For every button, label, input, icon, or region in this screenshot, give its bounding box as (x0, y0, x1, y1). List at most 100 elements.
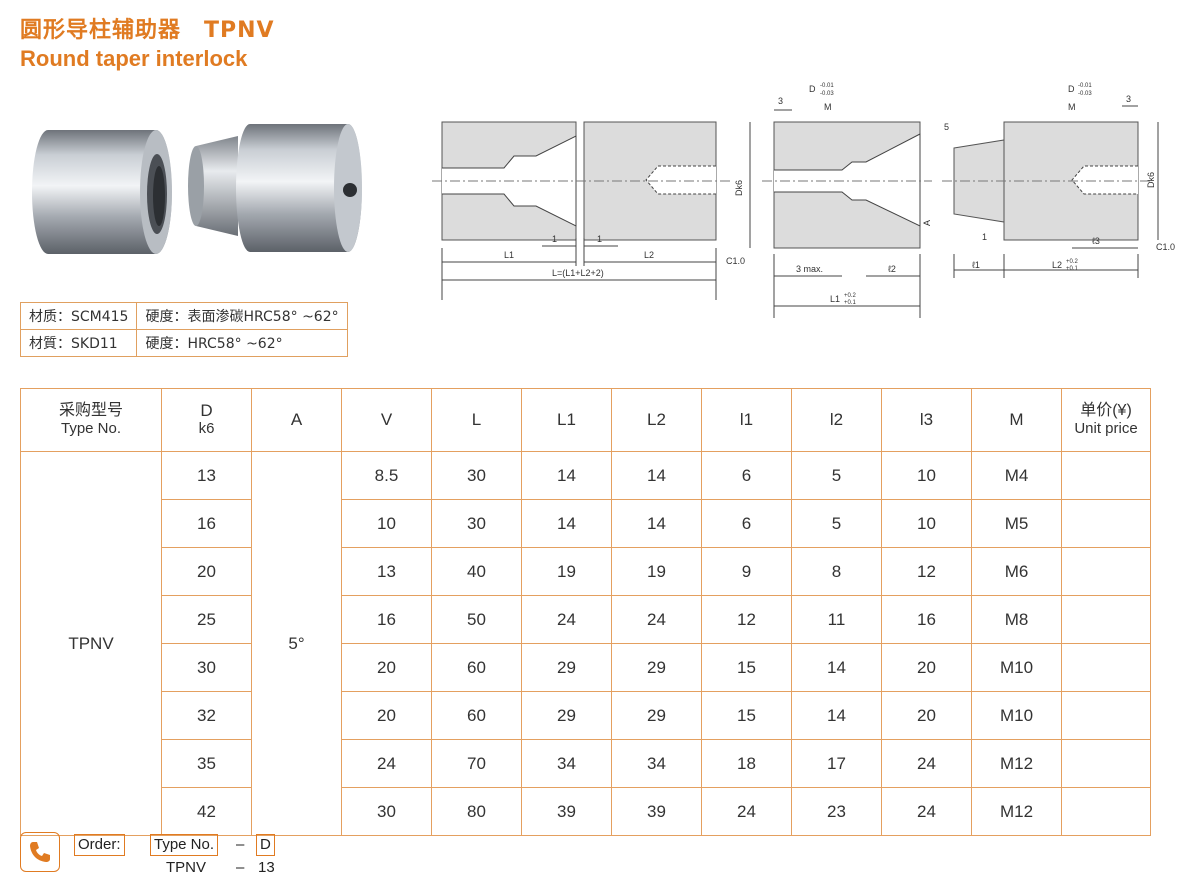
cell-small-l2: 14 (791, 643, 882, 692)
header-l1: L1 (521, 388, 612, 452)
dim-dk6-right: Dk6 (1146, 172, 1156, 188)
header-unit-price: 单价(¥)Unit price (1061, 388, 1151, 452)
cell-l1: 29 (521, 643, 612, 692)
phone-icon (20, 832, 60, 872)
cell-small-l1: 15 (701, 691, 792, 740)
dim-one-pin: 1 (982, 232, 987, 242)
header-small-l3: l3 (881, 388, 972, 452)
cell-small-l2: 11 (791, 595, 882, 644)
dim-d-right-tol-upper: -0.01 (1078, 83, 1092, 89)
cell-l2: 14 (611, 451, 702, 500)
dim-c10-mid: C1.0 (726, 256, 745, 266)
cell-v: 30 (341, 787, 432, 836)
cell-d: 16 (161, 499, 252, 548)
dim-l-total: L=(L1+L2+2) (552, 268, 604, 278)
order-type-no-label: Type No. (150, 834, 219, 856)
cell-d: 32 (161, 691, 252, 740)
header-small-l2: l2 (791, 388, 882, 452)
dim-one-left: 1 (552, 234, 557, 244)
cell-small-l1: 15 (701, 643, 792, 692)
material-row: 材质：SCM415 硬度：表面渗碳HRC58° ~62° (19, 302, 348, 330)
cell-d: 20 (161, 547, 252, 596)
cell-v: 24 (341, 739, 432, 788)
cell-unit-price (1061, 739, 1151, 788)
cell-unit-price (1061, 547, 1151, 596)
cell-small-l2: 5 (791, 499, 882, 548)
type-no-cell: TPNV (20, 451, 162, 836)
dim-d-tol-lower: -0.03 (820, 91, 834, 97)
dim-one-right: 1 (597, 234, 602, 244)
cell-l: 60 (431, 643, 522, 692)
cell-l: 30 (431, 499, 522, 548)
cell-small-l1: 6 (701, 451, 792, 500)
cell-small-l3: 16 (881, 595, 972, 644)
cell-l2: 39 (611, 787, 702, 836)
cell-m: M8 (971, 595, 1062, 644)
hardness-cell: 硬度：表面渗碳HRC58° ~62° (136, 302, 348, 330)
dim-l1-small: ℓ1 (972, 260, 980, 270)
cell-l1: 34 (521, 739, 612, 788)
cell-small-l2: 17 (791, 739, 882, 788)
material-table: 材质：SCM415 硬度：表面渗碳HRC58° ~62° 材質：SKD11 硬度… (19, 302, 348, 357)
cell-l2: 14 (611, 499, 702, 548)
cell-unit-price (1061, 451, 1151, 500)
cell-d: 30 (161, 643, 252, 692)
cell-l1: 39 (521, 787, 612, 836)
dim-three-max: 3 max. (796, 264, 823, 274)
cell-small-l2: 8 (791, 547, 882, 596)
dim-d-right-tol-lower: -0.03 (1078, 91, 1092, 97)
header-a: A (251, 388, 342, 452)
cell-l: 70 (431, 739, 522, 788)
cell-small-l2: 14 (791, 691, 882, 740)
header-l: L (431, 388, 522, 452)
cell-small-l1: 24 (701, 787, 792, 836)
cell-d: 13 (161, 451, 252, 500)
cell-v: 20 (341, 643, 432, 692)
cell-unit-price (1061, 643, 1151, 692)
dim-c10-right: C1.0 (1156, 242, 1175, 252)
cell-l2: 24 (611, 595, 702, 644)
header-v: V (341, 388, 432, 452)
cell-l2: 34 (611, 739, 702, 788)
cell-m: M10 (971, 643, 1062, 692)
dim-m-mid: M (824, 102, 832, 112)
cell-v: 10 (341, 499, 432, 548)
cell-v: 8.5 (341, 451, 432, 500)
cell-unit-price (1061, 691, 1151, 740)
order-d-label: D (256, 834, 275, 856)
dim-l1-tol-upper: +0.2 (844, 293, 857, 299)
header-l2: L2 (611, 388, 702, 452)
dim-d-right: D (1068, 84, 1075, 94)
cell-l1: 14 (521, 451, 612, 500)
material-cell: 材質：SKD11 (19, 329, 138, 357)
cell-l2: 29 (611, 691, 702, 740)
cell-l: 60 (431, 691, 522, 740)
dim-l2-tol-lower: +0.1 (1066, 266, 1079, 272)
dim-a: A (922, 220, 932, 226)
cell-l1: 24 (521, 595, 612, 644)
product-photo (32, 124, 362, 254)
technical-drawing: L1 L2 L=(L1+L2+2) 1 1 3 D -0.01 -0.03 M … (432, 83, 1175, 318)
cell-l1: 29 (521, 691, 612, 740)
cell-unit-price (1061, 499, 1151, 548)
cell-l2: 29 (611, 643, 702, 692)
order-example-type: TPNV (166, 859, 207, 876)
cell-v: 13 (341, 547, 432, 596)
cell-small-l3: 24 (881, 739, 972, 788)
cell-m: M12 (971, 739, 1062, 788)
dim-l2-tol: L2 (1052, 260, 1062, 270)
cell-l: 80 (431, 787, 522, 836)
header-m: M (971, 388, 1062, 452)
cell-small-l3: 24 (881, 787, 972, 836)
cell-small-l3: 12 (881, 547, 972, 596)
cell-v: 16 (341, 595, 432, 644)
